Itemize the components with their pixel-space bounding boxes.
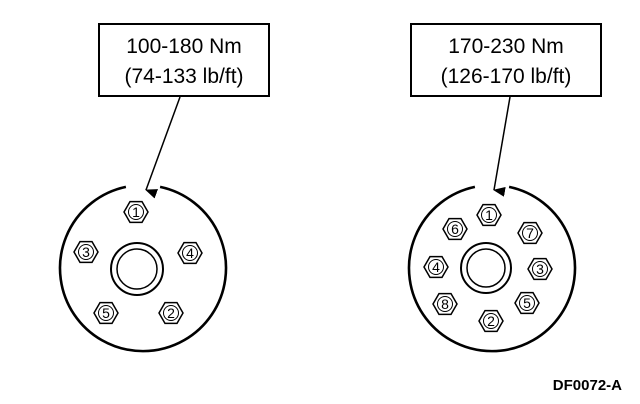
lug-nut-number: 4 (432, 259, 440, 275)
lug-nut-number: 1 (132, 204, 140, 220)
lug-nut-number: 7 (526, 225, 534, 241)
figure-id: DF0072-A (553, 377, 622, 394)
lug-nut-number: 3 (82, 244, 90, 260)
lug-nut: 4 (177, 241, 203, 265)
lug-nut: 3 (527, 257, 553, 281)
torque-nm-5-lug: 100-180 Nm (126, 35, 242, 58)
hub-outer-8-lug (460, 242, 512, 294)
lug-nut-number: 1 (485, 207, 493, 223)
lug-nut: 6 (442, 217, 468, 241)
lug-nut-number: 5 (102, 305, 110, 321)
hub-inner-8-lug (466, 248, 506, 288)
lug-nut-number: 2 (167, 305, 175, 321)
torque-lbft-8-lug: (126-170 lb/ft) (441, 65, 572, 88)
torque-lbft-5-lug: (74-133 lb/ft) (124, 65, 243, 88)
lug-nut-number: 3 (536, 261, 544, 277)
lug-nut: 3 (73, 240, 99, 264)
lug-nut: 2 (478, 309, 504, 333)
lug-nut: 2 (158, 301, 184, 325)
hub-inner-5-lug (116, 248, 158, 290)
lug-nut-number: 5 (523, 295, 531, 311)
hub-outer-5-lug (110, 242, 164, 296)
lug-nut: 7 (517, 221, 543, 245)
lug-nut-number: 4 (186, 245, 194, 261)
lug-nut: 8 (432, 292, 458, 316)
arrow-5-lug (145, 96, 181, 199)
lug-nut: 4 (423, 255, 449, 279)
lug-nut: 1 (123, 200, 149, 224)
torque-label-box-5-lug (98, 23, 270, 97)
torque-nm-8-lug: 170-230 Nm (448, 35, 564, 58)
wheel-8-lug: 170-230 Nm (126-170 lb/ft) 1 7 3 5 (407, 23, 602, 353)
lug-nut: 5 (93, 301, 119, 325)
torque-label-box-8-lug (410, 23, 602, 97)
wheel-5-lug: 100-180 Nm (74-133 lb/ft) 1 4 2 5 (58, 23, 270, 353)
lug-nut-number: 8 (441, 296, 449, 312)
wheel-rim-5-lug (58, 185, 228, 353)
lug-nut-number: 2 (487, 313, 495, 329)
lug-nut-number: 6 (451, 221, 459, 237)
lug-nut: 1 (476, 203, 502, 227)
wheel-rim-8-lug (407, 185, 577, 353)
lug-nut: 5 (514, 291, 540, 315)
arrow-8-lug (493, 96, 511, 197)
